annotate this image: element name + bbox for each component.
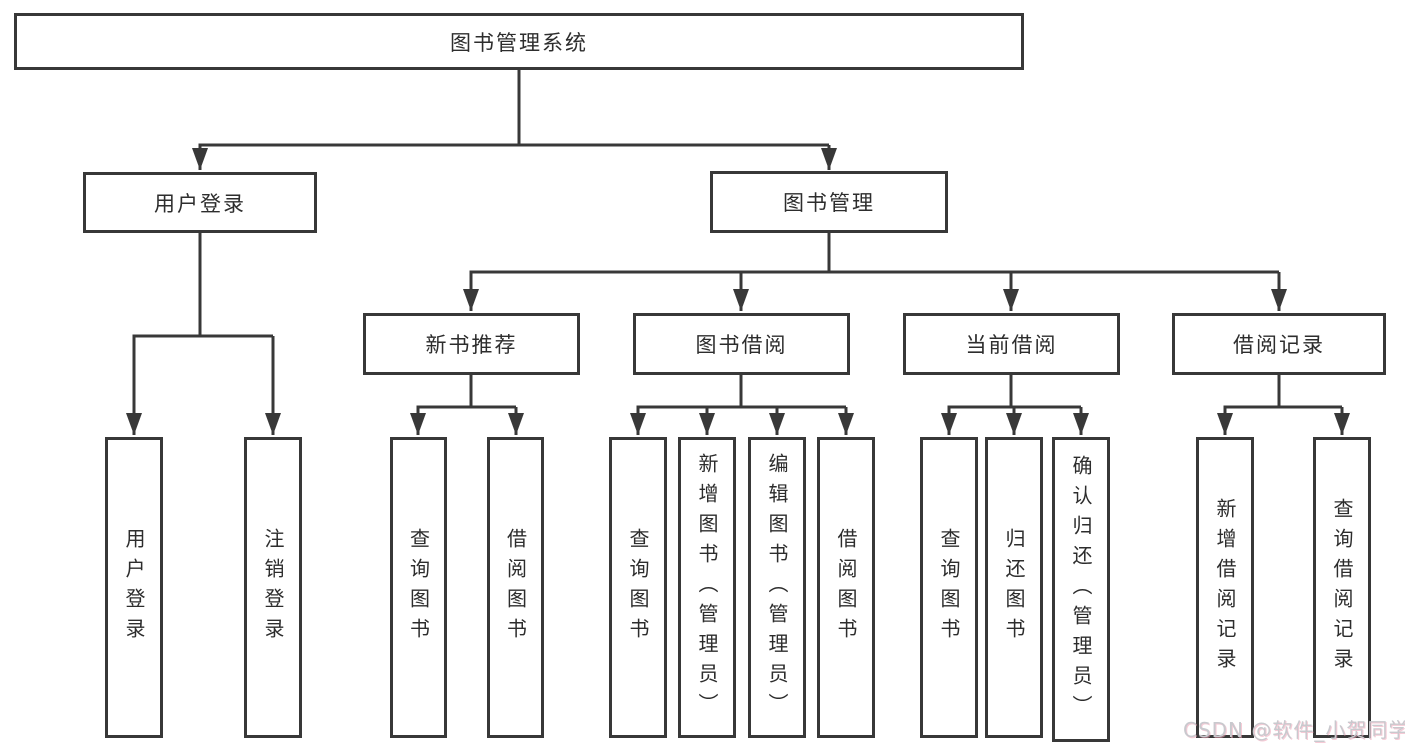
node-label: 新增图书（管理员）	[695, 452, 719, 723]
leaf-query-books-recommend: 查询图书	[390, 437, 447, 738]
leaf-edit-books-admin: 编辑图书（管理员）	[748, 437, 806, 738]
node-label: 借阅图书	[503, 527, 528, 648]
node-root-library-system: 图书管理系统	[14, 13, 1024, 70]
leaf-query-borrow-record: 查询借阅记录	[1313, 437, 1371, 738]
leaf-borrow-books: 借阅图书	[817, 437, 875, 738]
node-label: 图书管理	[783, 191, 875, 215]
node-label: 图书借阅	[695, 333, 788, 357]
connector-arrows	[126, 145, 1350, 435]
node-user-login: 用户登录	[83, 172, 317, 233]
node-label: 归还图书	[1002, 527, 1026, 648]
node-label: 新增借阅记录	[1213, 497, 1237, 678]
node-book-borrowing: 图书借阅	[633, 313, 850, 375]
node-label: 确认归还（管理员）	[1069, 454, 1093, 725]
leaf-user-login: 用户登录	[105, 437, 163, 738]
node-label: 查询图书	[626, 527, 650, 648]
node-book-management: 图书管理	[710, 171, 948, 233]
node-label: 借阅图书	[834, 527, 858, 648]
node-label: 借阅记录	[1233, 333, 1325, 357]
node-label: 查询图书	[406, 527, 431, 648]
leaf-add-books-admin: 新增图书（管理员）	[678, 437, 736, 738]
node-label: 用户登录	[122, 527, 146, 648]
node-borrowing-records: 借阅记录	[1172, 313, 1386, 375]
leaf-add-borrow-record: 新增借阅记录	[1196, 437, 1254, 738]
leaf-confirm-return-admin: 确认归还（管理员）	[1052, 437, 1110, 742]
csdn-watermark: CSDN @软件_小贺同学	[1183, 718, 1405, 742]
node-label: 注销登录	[261, 527, 285, 648]
leaf-return-books: 归还图书	[985, 437, 1043, 738]
node-label: 编辑图书（管理员）	[765, 452, 789, 723]
leaf-query-books-borrowing: 查询图书	[609, 437, 667, 738]
node-current-borrowing: 当前借阅	[903, 313, 1120, 375]
leaf-logout: 注销登录	[244, 437, 302, 738]
node-label: 查询图书	[937, 527, 961, 648]
leaf-borrow-books-recommend: 借阅图书	[487, 437, 544, 738]
node-label: 当前借阅	[965, 333, 1058, 357]
node-label: 图书管理系统	[450, 30, 588, 55]
node-label: 新书推荐	[425, 333, 518, 357]
node-label: 用户登录	[154, 191, 246, 216]
node-new-book-recommend: 新书推荐	[363, 313, 580, 375]
connector-trunks	[132, 70, 1342, 409]
leaf-query-books-current: 查询图书	[920, 437, 978, 738]
node-label: 查询借阅记录	[1330, 497, 1354, 678]
